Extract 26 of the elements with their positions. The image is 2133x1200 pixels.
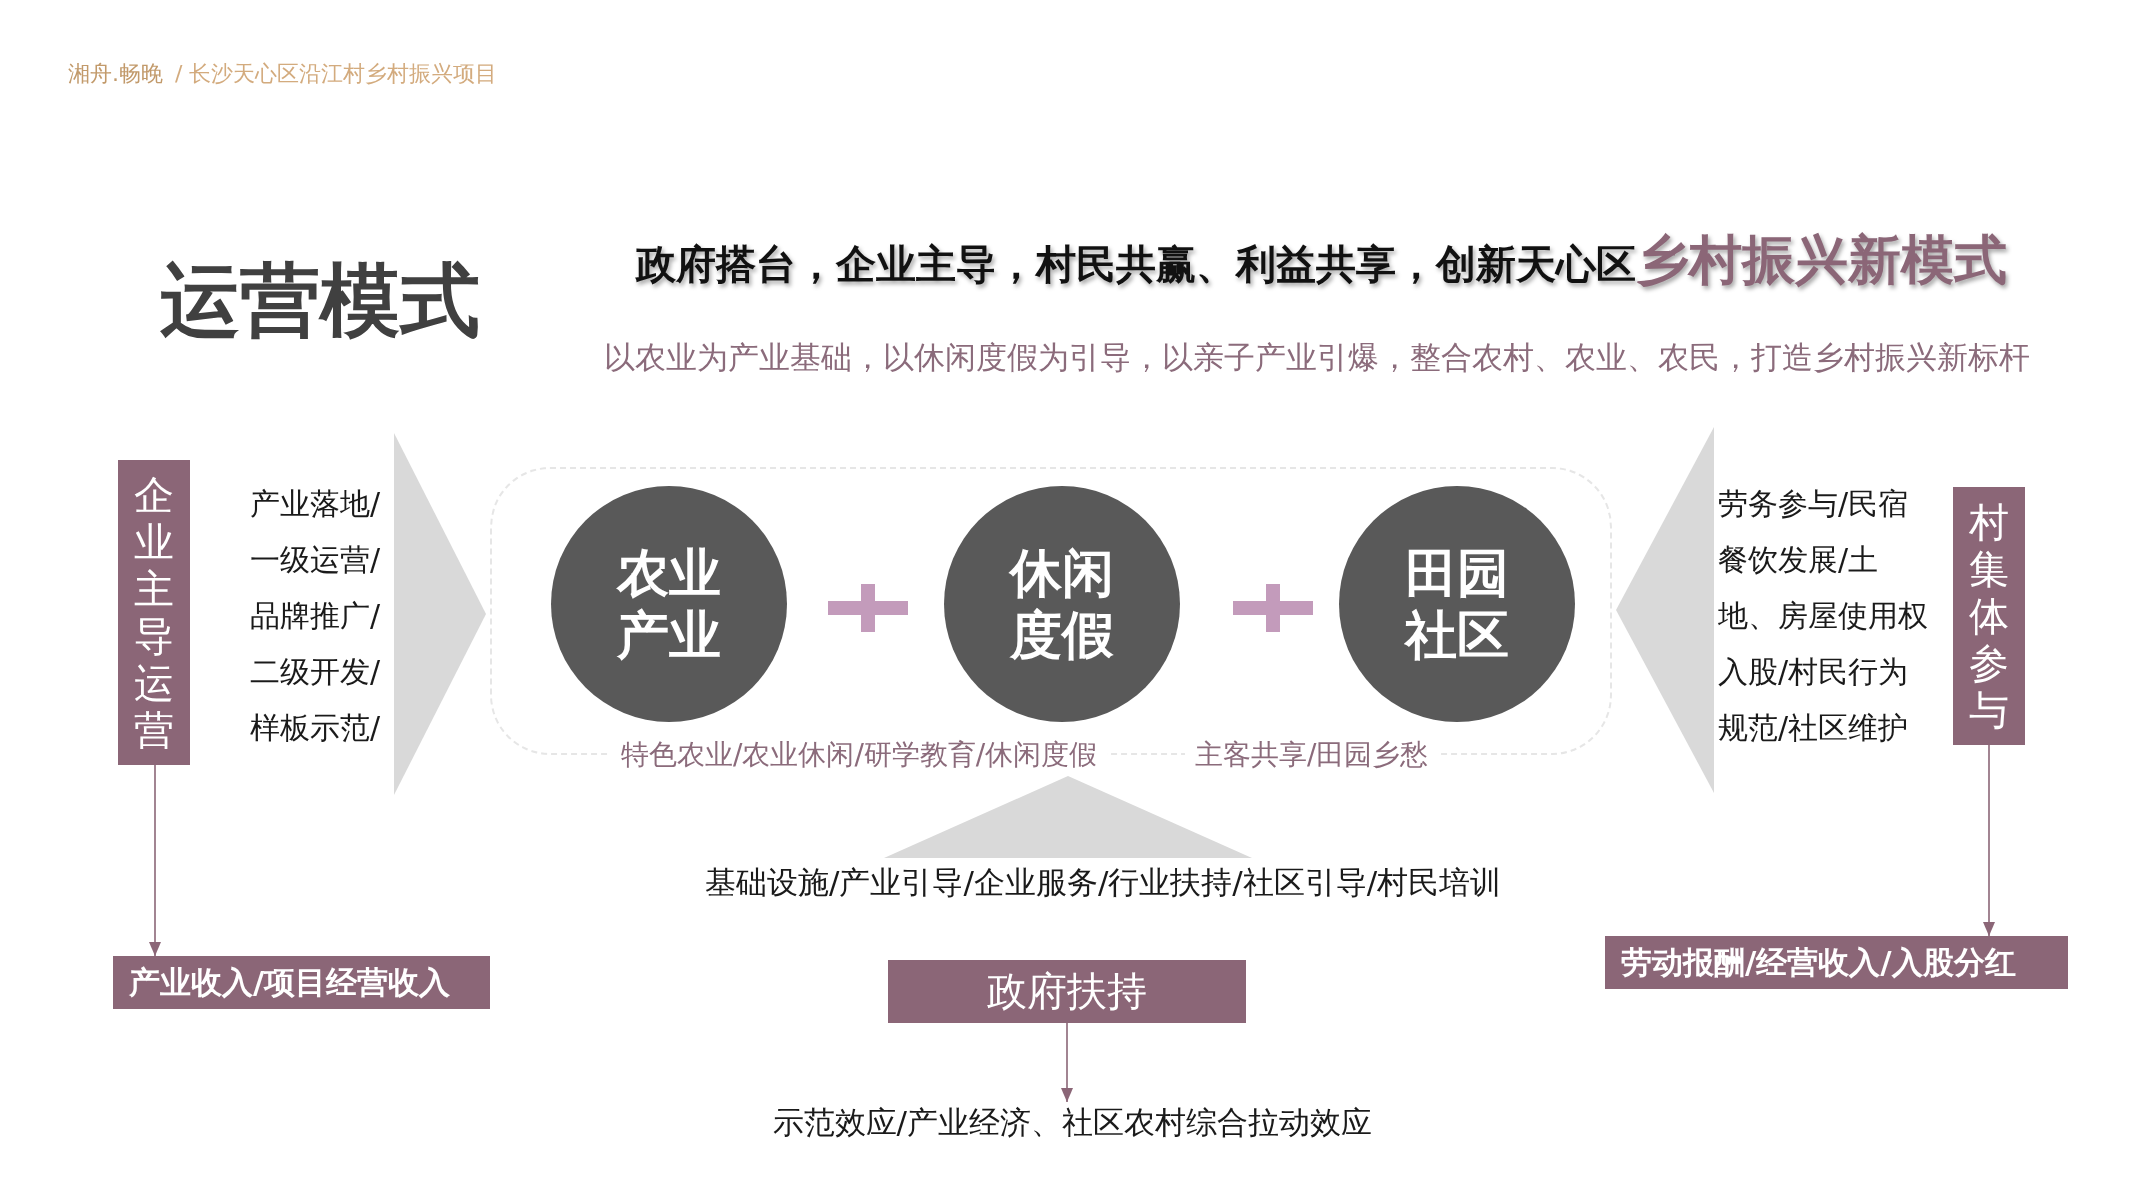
headline-highlight: 乡村振兴新模式	[1636, 228, 2007, 292]
page-title: 运营模式	[160, 253, 480, 349]
heading-box: 政府扶持	[888, 960, 1246, 1023]
arrow	[1061, 1022, 1073, 1103]
headline: 政府搭台，企业主导，村民共赢、利益共享，创新天心区	[636, 240, 1636, 289]
project-subtitle: / 长沙天心区沿江村乡村振兴项目	[175, 60, 498, 88]
income-box: 产业收入/项目经营收入	[113, 956, 490, 1009]
subtitle: 以农业为产业基础，以休闲度假为引导，以亲子产业引爆，整合农村、农业、农民，打造乡村振兴新标杆	[604, 338, 2030, 377]
circle-node: 农业产业	[551, 486, 787, 722]
chevron-arrow	[884, 776, 1252, 858]
item-list-text: 产业落地/一级运营/品牌推广/二级开发/样板示范/	[250, 476, 390, 756]
arrow	[1983, 744, 1995, 937]
support-list-text: 基础设施/产业引导/企业服务/行业扶持/社区引导/村民培训	[705, 862, 1502, 902]
dashed-panel	[490, 467, 1612, 772]
circle-node: 休闲度假	[944, 486, 1180, 722]
circle-node: 田园社区	[1339, 486, 1575, 722]
chevron-arrow	[1616, 427, 1714, 793]
chevron-arrow	[394, 433, 486, 795]
effect-text: 示范效应/产业经济、社区农村综合拉动效应	[772, 1102, 1372, 1142]
caption-text: 主客共享/田园乡愁	[1185, 738, 1439, 772]
vertical-label-box: 企业主导运营	[118, 460, 190, 765]
arrow	[149, 764, 161, 957]
income-box: 劳动报酬/经营收入/入股分红	[1605, 936, 2068, 989]
vertical-label-box: 村集体参与	[1953, 487, 2025, 745]
item-list-text: 劳务参与/民宿餐饮发展/土地、房屋使用权入股/村民行为规范/社区维护	[1718, 476, 1933, 756]
project-name: 湘舟.畅晚	[68, 60, 163, 88]
